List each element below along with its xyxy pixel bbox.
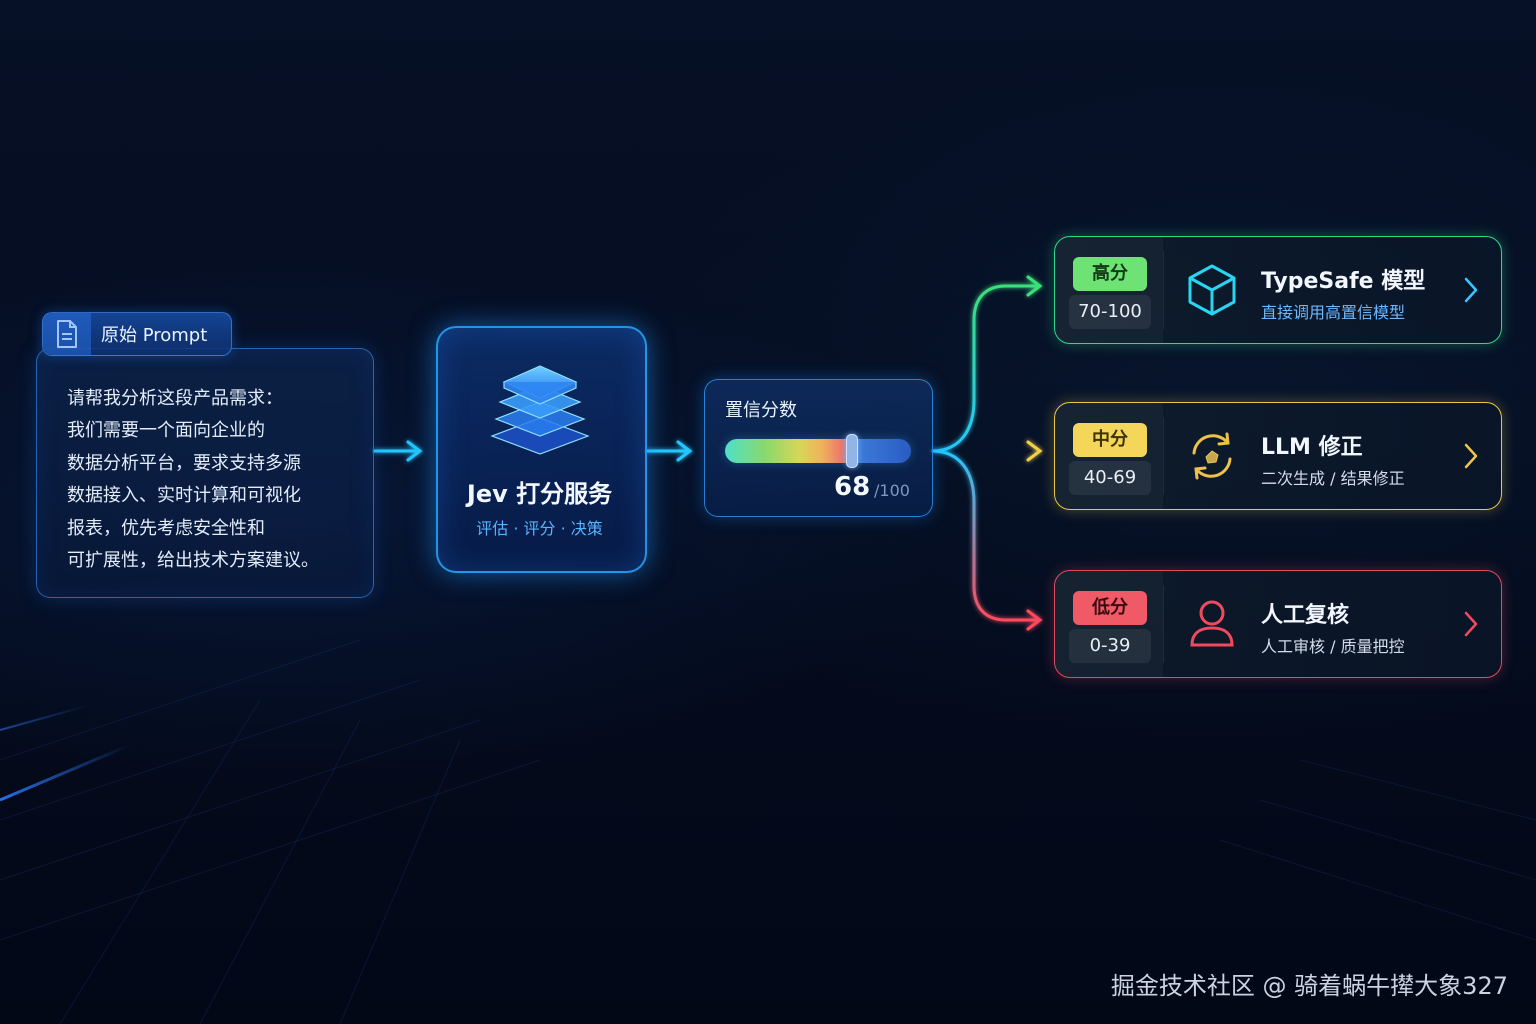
route-title: LLM 修正	[1261, 435, 1363, 460]
score-range: 70-100	[1069, 295, 1151, 329]
chevron-right-icon[interactable]	[1463, 276, 1479, 304]
scoring-service-card	[436, 326, 647, 573]
route-subtitle: 二次生成 / 结果修正	[1261, 469, 1405, 488]
prompt-line: 可扩展性，给出技术方案建议。	[67, 550, 319, 572]
service-title: Jev 打分服务	[466, 480, 613, 508]
cube-icon	[1188, 264, 1236, 316]
confidence-max: /100	[874, 481, 910, 500]
prompt-line: 数据接入、实时计算和可视化	[67, 485, 301, 507]
prompt-line: 报表，优先考虑安全性和	[67, 517, 265, 539]
watermark: 掘金技术社区 @ 骑着蜗牛撵大象327	[1110, 972, 1508, 1000]
score-badge: 中分	[1073, 423, 1147, 457]
route-subtitle: 人工审核 / 质量把控	[1261, 637, 1405, 656]
confidence-marker	[846, 434, 859, 468]
confidence-bar	[725, 439, 911, 463]
route-title: 人工复核	[1261, 603, 1350, 628]
score-range: 0-39	[1069, 629, 1151, 663]
confidence-title: 置信分数	[725, 400, 797, 421]
score-range: 40-69	[1069, 461, 1151, 495]
prompt-card: 请帮我分析这段产品需求： 我们需要一个面向企业的数据分析平台，要求支持多源数据接入…	[36, 348, 374, 598]
prompt-line: 请帮我分析这段产品需求：	[67, 388, 283, 409]
document-icon	[43, 313, 91, 355]
prompt-tab: 原始 Prompt	[42, 312, 232, 356]
route-high-score[interactable]: 高分 70-100 TypeSafe 模型 直接调用高置信模型	[1054, 236, 1502, 344]
prompt-line: 数据分析平台，要求支持多源	[67, 452, 301, 474]
prompt-line: 我们需要一个面向企业的	[67, 420, 265, 442]
person-icon	[1190, 600, 1234, 647]
route-mid-score[interactable]: 中分 40-69 LLM 修正 二次生成 / 结果修正	[1054, 402, 1502, 510]
prompt-text: 请帮我分析这段产品需求： 我们需要一个面向企业的数据分析平台，要求支持多源数据接入…	[67, 383, 319, 577]
route-title: TypeSafe 模型	[1261, 269, 1426, 294]
route-subtitle: 直接调用高置信模型	[1261, 303, 1406, 322]
score-badge: 低分	[1073, 591, 1147, 625]
refresh-cycle-icon	[1192, 432, 1232, 480]
route-low-score[interactable]: 低分 0-39 人工复核 人工审核 / 质量把控	[1054, 570, 1502, 678]
stacked-layers-icon	[490, 365, 590, 455]
chevron-right-icon[interactable]	[1463, 442, 1479, 470]
score-badge: 高分	[1073, 257, 1147, 291]
prompt-tab-label: 原始 Prompt	[101, 325, 208, 346]
confidence-score: 68	[834, 472, 871, 502]
chevron-right-icon[interactable]	[1463, 610, 1479, 638]
